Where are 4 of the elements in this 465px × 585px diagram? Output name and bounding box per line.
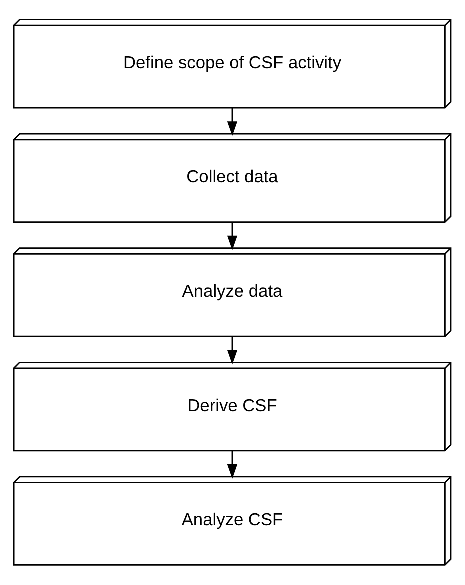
arrow	[227, 222, 238, 250]
arrow	[227, 108, 238, 136]
arrow	[227, 336, 238, 365]
arrow	[227, 451, 238, 479]
